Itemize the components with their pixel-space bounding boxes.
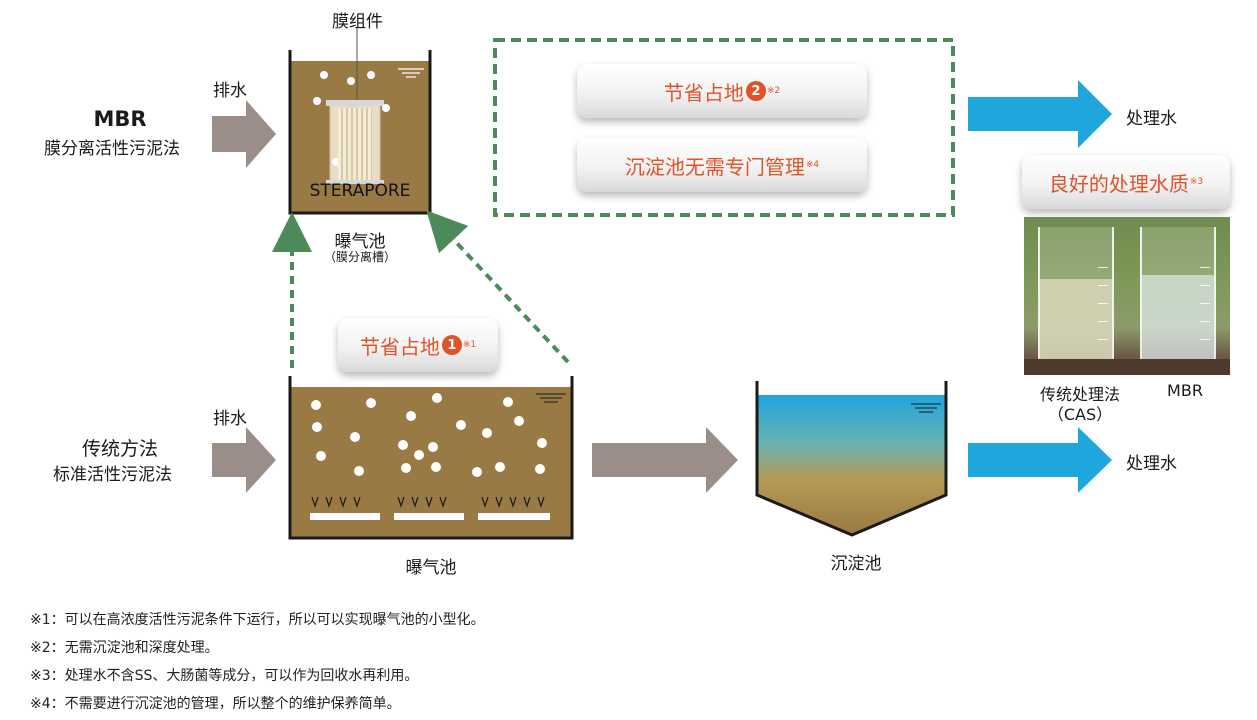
membrane-brand: STERAPORE	[309, 181, 411, 201]
mbr-inflow-arrow	[212, 100, 276, 168]
sedimentation-tank-label: 沉淀池	[830, 554, 882, 574]
benefit-badge-1: 1	[441, 335, 462, 355]
mbr-subtitle: 膜分离活性污泥法	[44, 139, 180, 159]
mbr-inflow-label: 排水	[213, 81, 247, 101]
transfer-arrow	[592, 427, 738, 493]
green-arrow-diagonal	[426, 210, 570, 364]
benefit-pill-water-quality: 良好的处理水质※3	[1022, 155, 1230, 209]
top-output-label: 处理水	[1126, 109, 1177, 129]
membrane-label: 膜组件	[332, 12, 383, 32]
mbr-title: MBR	[93, 107, 147, 131]
footnote-1: ※1：可以在高浓度活性污泥条件下运行，所以可以实现曝气池的小型化。	[30, 612, 485, 628]
mbr-beaker	[1140, 227, 1216, 363]
benefit-pill-no-sedimentation-management: 沉淀池无需专门管理※4	[577, 138, 867, 192]
diffuser-bubbles	[311, 496, 545, 508]
beaker-comparison-photo	[1024, 217, 1230, 375]
footnote-3: ※3：处理水不含SS、大肠菌等成分，可以作为回收水再利用。	[30, 668, 419, 684]
bottom-output-arrow	[968, 427, 1112, 493]
conventional-inflow-arrow	[212, 427, 276, 493]
top-output-arrow	[968, 80, 1112, 148]
benefit-box-outline	[493, 38, 955, 217]
mbr-tank-wall	[288, 50, 432, 215]
aeration-tank-liquid	[290, 387, 572, 538]
sedimentation-tank-wall	[755, 381, 948, 537]
mbr-photo-caption: MBR	[1167, 381, 1203, 400]
conventional-subtitle: 标准活性污泥法	[53, 465, 172, 485]
cas-beaker	[1038, 227, 1114, 363]
cas-caption-2: （CAS）	[1047, 405, 1113, 424]
bottom-output-label: 处理水	[1126, 454, 1177, 474]
aeration-tank-label: 曝气池	[405, 558, 457, 578]
mbr-tank-label: 曝气池	[334, 232, 386, 252]
aeration-tank-wall	[288, 376, 574, 540]
footnote-2: ※2：无需沉淀池和深度处理。	[30, 640, 219, 656]
footnote-4: ※4：不需要进行沉淀池的管理，所以整个的维护保养简单。	[30, 696, 401, 712]
sedimentation-tank-liquid	[757, 395, 946, 535]
mbr-tank-sublabel: （膜分离槽）	[323, 250, 396, 264]
membrane-fibers	[338, 108, 372, 180]
conventional-inflow-label: 排水	[213, 409, 247, 429]
cas-caption-1: 传统处理法	[1039, 385, 1120, 404]
benefit-badge-2: 2	[745, 81, 766, 101]
conventional-title: 传统方法	[81, 438, 158, 460]
